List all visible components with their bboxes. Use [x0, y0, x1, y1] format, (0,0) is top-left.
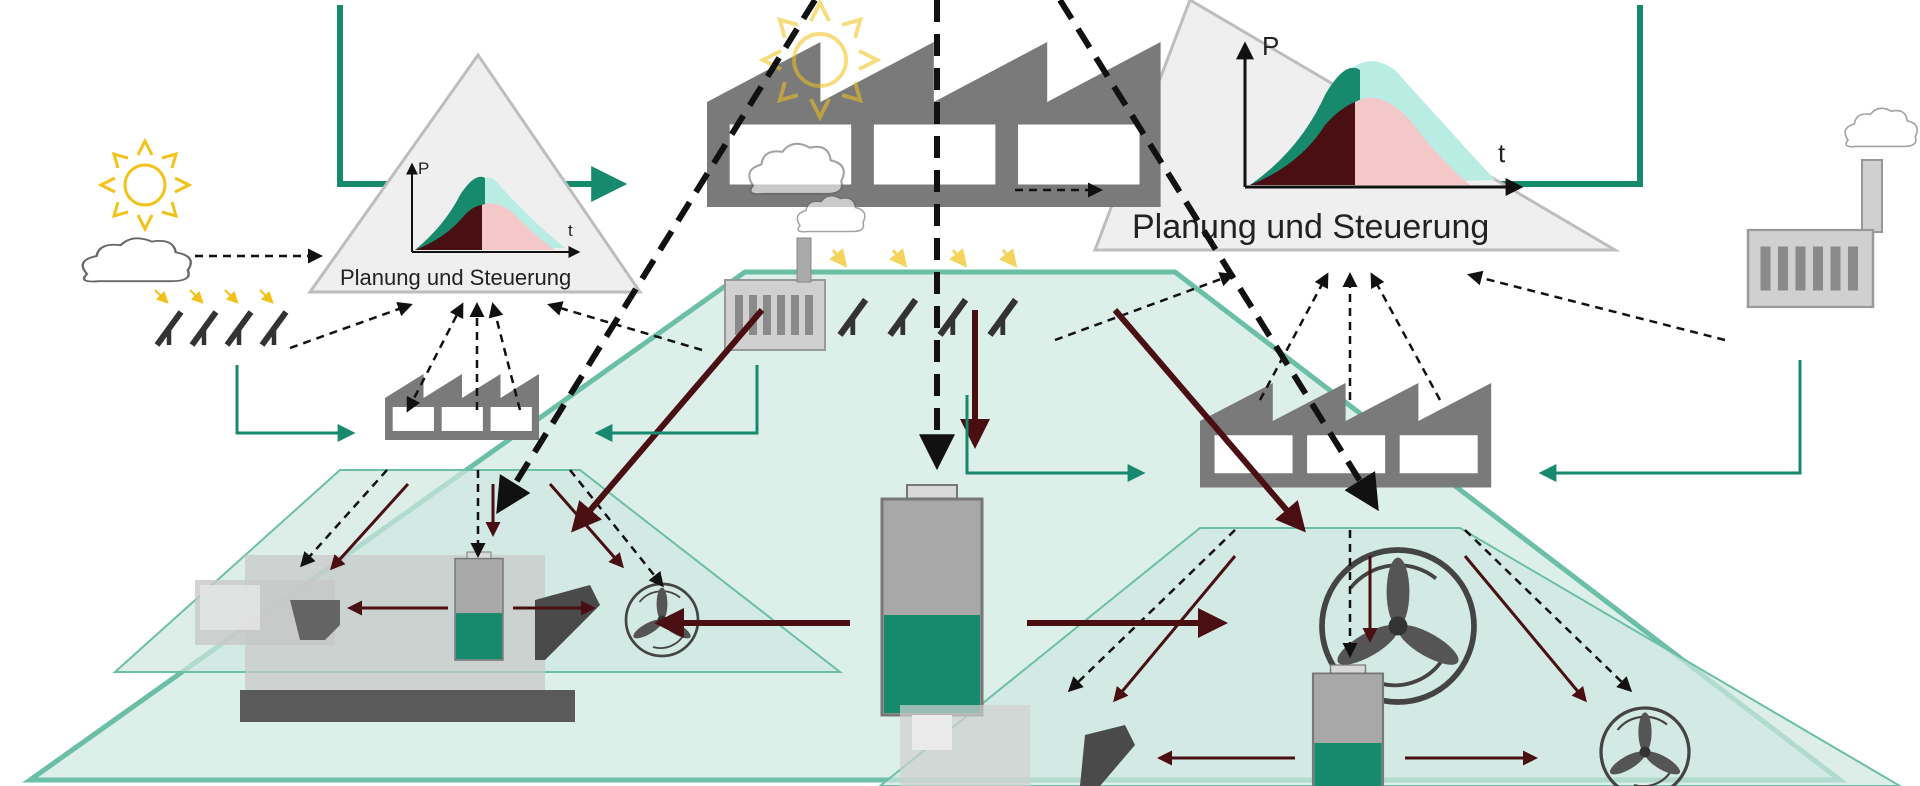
central-solar-panels — [828, 248, 1016, 335]
axis-t-label-top: t — [1498, 138, 1506, 168]
info-flow-small-dashed — [195, 182, 1726, 693]
axis-t-label-left: t — [568, 221, 573, 240]
right-chp-icon — [1746, 107, 1918, 309]
planning-triangle-left: P t Planung und Steuerung — [307, 52, 643, 294]
planning-triangle-top: P t Planung und Steuerung — [1092, 0, 1621, 252]
info-flow-large-dashed — [496, 0, 1379, 515]
supply-flow-green — [235, 360, 1802, 482]
central-chp-chimney — [796, 237, 812, 283]
central-battery-icon — [880, 483, 984, 717]
left-factory-icon — [385, 374, 539, 440]
left-sun-icon — [99, 139, 191, 231]
left-solar-panels — [155, 289, 286, 345]
right-battery-icon — [1311, 663, 1385, 786]
axis-p-label-top: P — [1262, 31, 1279, 61]
planning-label-left: Planung und Steuerung — [340, 265, 571, 290]
right-machine-tool — [900, 705, 1135, 786]
left-battery-icon — [454, 551, 504, 661]
axis-p-label-left: P — [418, 159, 429, 178]
left-cloud-icon — [81, 237, 192, 283]
energy-flow-small — [329, 482, 1587, 766]
planning-label-top: Planung und Steuerung — [1132, 208, 1489, 246]
right-factory-icon — [1200, 383, 1492, 488]
energy-flow-large — [571, 308, 1306, 638]
left-machine-tool — [195, 555, 600, 722]
